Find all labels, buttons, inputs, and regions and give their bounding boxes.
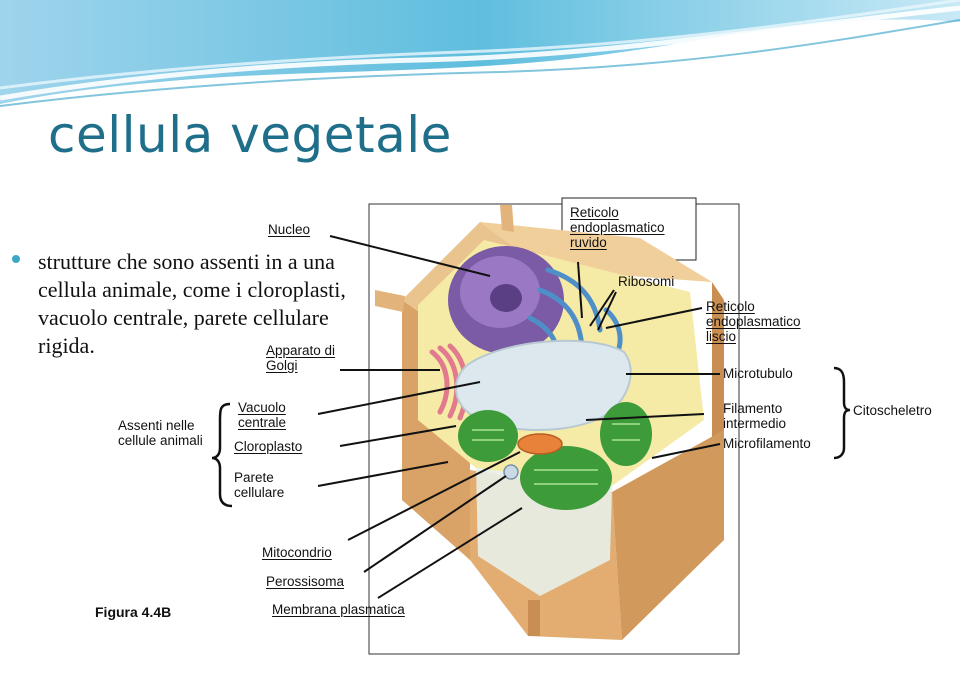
label-microtubulo: Microtubulo [723,366,793,381]
label-perossisoma: Perossisoma [266,574,345,589]
figure-caption: Figura 4.4B [95,604,172,620]
brace-assenti [211,402,233,508]
label-mitocondrio: Mitocondrio [262,545,332,560]
nucleus [448,246,564,354]
brace-citoscheletro [833,366,851,460]
label-membrana: Membrana plasmatica [272,602,405,617]
label-citoscheletro: Citoscheletro [853,403,932,418]
central-vacuole [455,339,632,432]
slide-title: cellula vegetale [48,106,452,164]
label-cloroplasto: Cloroplasto [234,439,303,454]
figure-frame [368,203,740,655]
mitochondrion [517,433,563,455]
bullet-text: strutture che sono assenti in a una cell… [38,249,346,358]
label-ser: Reticolo endoplasmatico liscio [706,299,801,344]
leader-lines [317,235,721,599]
wave-banner [0,0,960,107]
label-golgi: Apparato di Golgi [266,343,336,373]
label-filamento: Filamento intermedio [723,401,787,431]
bullet-dot-icon [12,255,20,263]
label-vacuolo: Vacuolo centrale [238,400,287,430]
chloroplasts [458,402,652,510]
label-microfilamento: Microfilamento [723,436,811,451]
label-nucleo: Nucleo [268,222,311,237]
label-parete: Parete cellulare [234,470,285,500]
label-ribosomi: Ribosomi [618,274,675,289]
label-assenti: Assenti nelle cellule animali [118,418,203,448]
peroxisome [503,464,519,480]
label-rer: Reticolo endoplasmatico ruvido [570,205,665,250]
